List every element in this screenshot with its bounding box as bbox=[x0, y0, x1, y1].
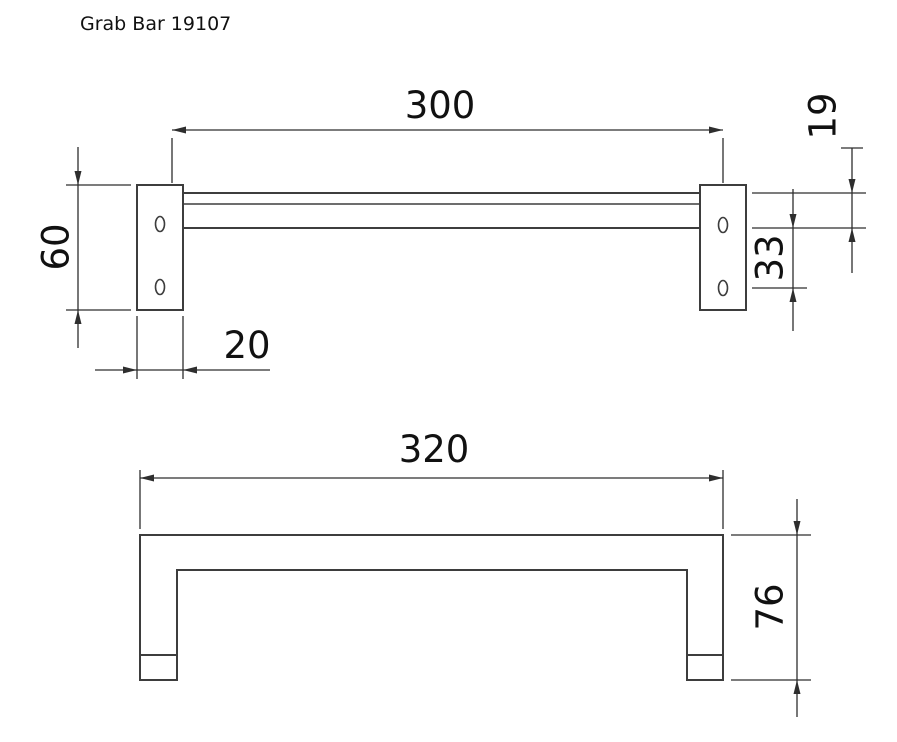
dimension-bar-center-distance: 300 bbox=[171, 84, 724, 183]
front-view-geometry bbox=[136, 184, 747, 311]
dimension-hole-offset: 33 bbox=[749, 189, 807, 331]
grab-bar-tube bbox=[182, 192, 701, 229]
screw-hole-left-bottom bbox=[154, 278, 166, 296]
arrowhead bbox=[183, 366, 197, 374]
right-mounting-plate bbox=[699, 184, 747, 311]
arrowhead bbox=[172, 126, 186, 134]
dim-label-plate-width: 20 bbox=[223, 324, 270, 367]
arrowhead bbox=[709, 474, 723, 482]
dim-label-bar-center-distance: 300 bbox=[405, 84, 476, 127]
grab-bar-outline bbox=[139, 534, 724, 681]
arrowhead bbox=[789, 288, 797, 302]
arrowhead bbox=[74, 171, 82, 185]
dim-label-plate-height: 60 bbox=[35, 223, 78, 270]
dim-label-hole-offset: 33 bbox=[749, 234, 792, 281]
dimension-overall-depth: 76 bbox=[731, 499, 811, 717]
arrowhead bbox=[140, 474, 154, 482]
dim-label-overall-depth: 76 bbox=[749, 583, 792, 630]
dimension-bar-height: 19 bbox=[752, 92, 866, 273]
screw-hole-right-top bbox=[717, 216, 729, 234]
plan-view-geometry bbox=[139, 534, 724, 681]
dim-label-bar-height: 19 bbox=[802, 92, 845, 139]
plan-view: 320 76 bbox=[139, 428, 811, 717]
dimension-overall-width: 320 bbox=[139, 428, 724, 529]
arrowhead bbox=[848, 228, 856, 242]
arrowhead bbox=[123, 366, 137, 374]
dim-label-overall-width: 320 bbox=[399, 428, 470, 471]
arrowhead bbox=[848, 179, 856, 193]
arrowhead bbox=[789, 214, 797, 228]
drawing-title: Grab Bar 19107 bbox=[80, 13, 231, 35]
arrowhead bbox=[793, 680, 801, 694]
arrowhead bbox=[709, 126, 723, 134]
dimension-plate-width: 20 bbox=[95, 316, 271, 379]
arrowhead bbox=[74, 310, 82, 324]
screw-hole-left-top bbox=[154, 215, 166, 233]
screw-hole-right-bottom bbox=[717, 279, 729, 297]
left-mounting-plate bbox=[136, 184, 184, 311]
front-view: 300 19 60 33 bbox=[35, 84, 866, 379]
arrowhead bbox=[793, 521, 801, 535]
dimension-plate-height: 60 bbox=[35, 147, 131, 348]
